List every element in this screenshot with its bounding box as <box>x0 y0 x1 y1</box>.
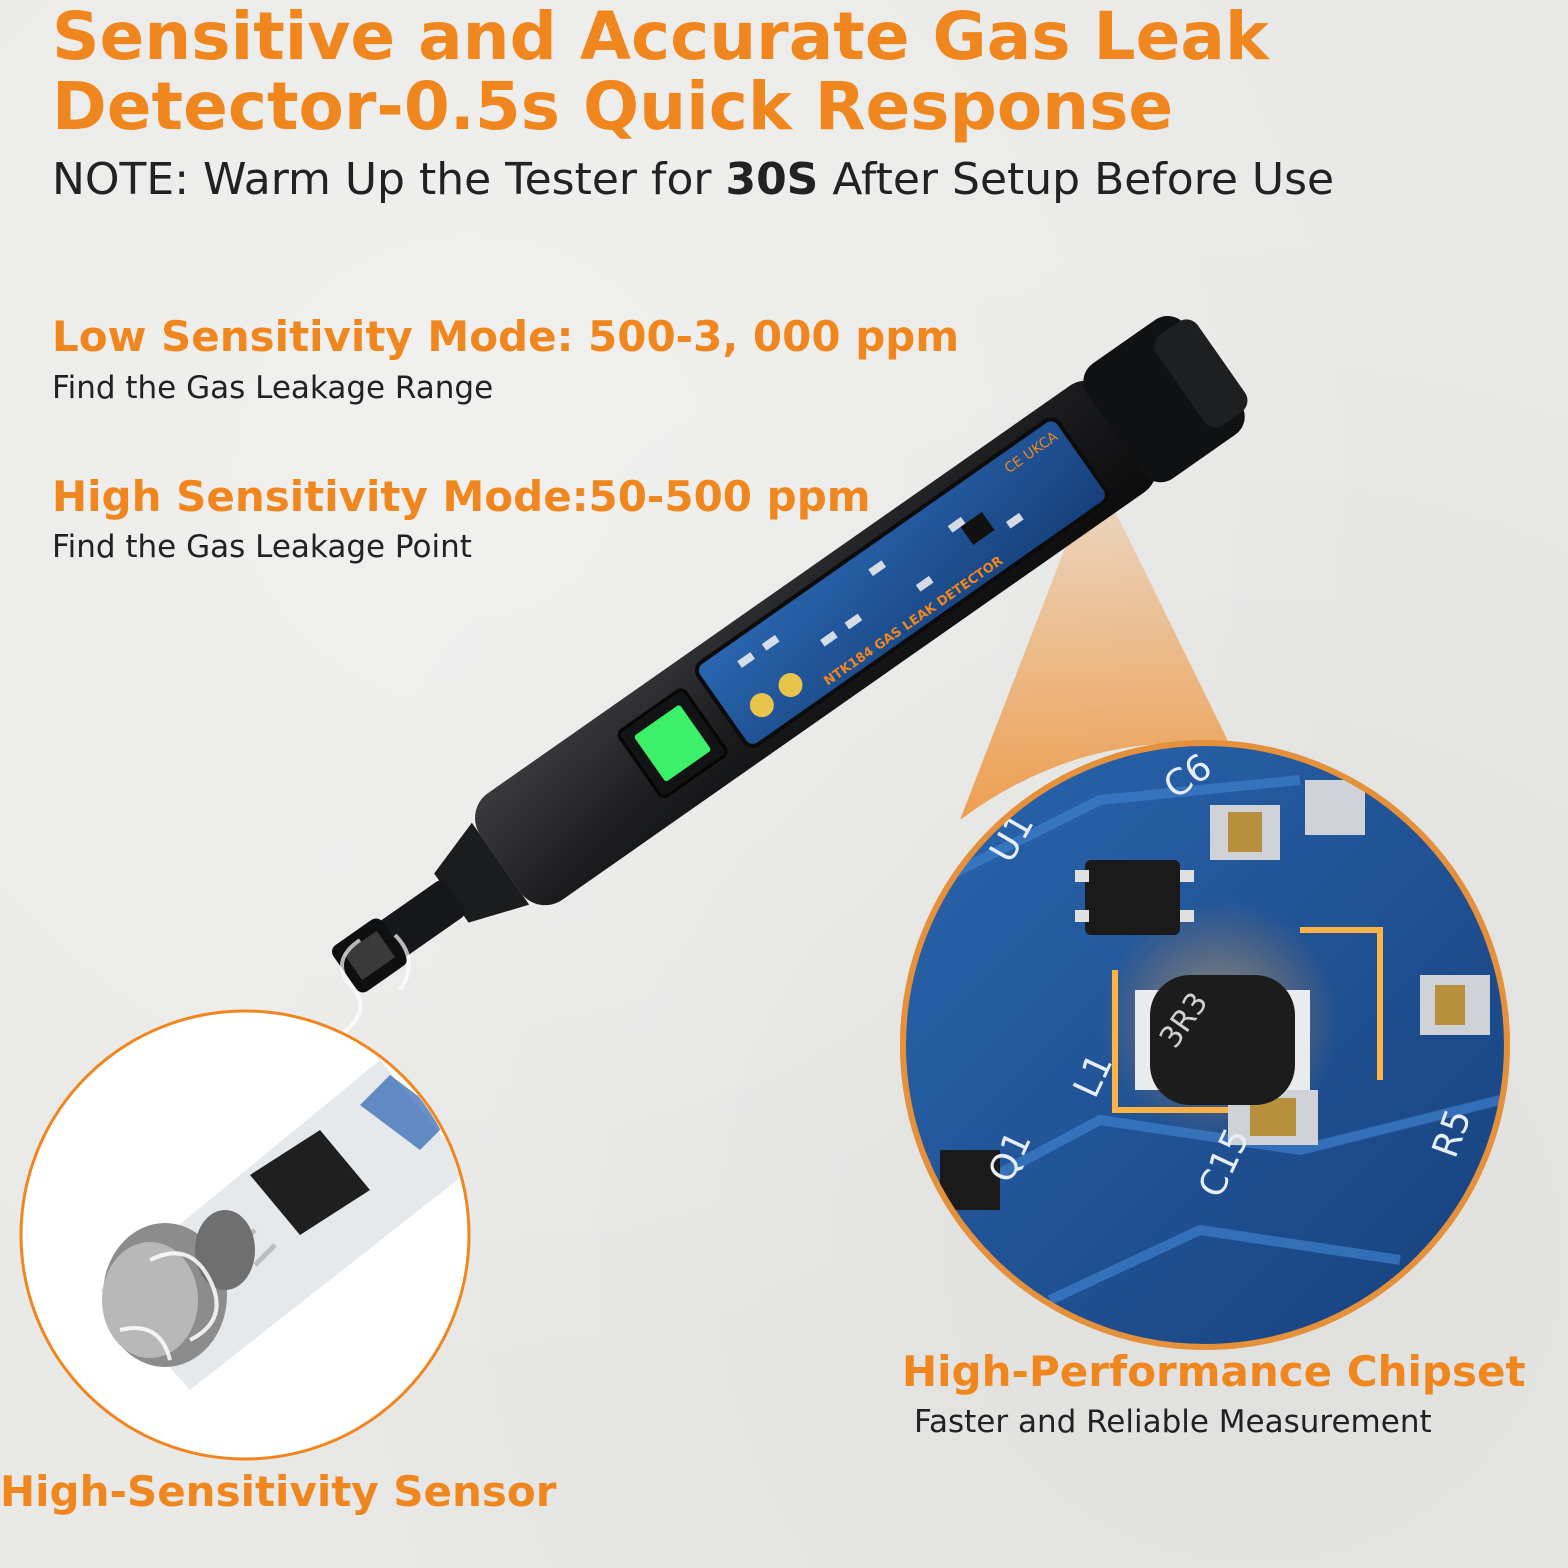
note-emphasis: 30S <box>725 154 819 205</box>
low-mode-subtitle: Find the Gas Leakage Range <box>52 370 494 406</box>
sensor-title: High-Sensitivity Sensor <box>0 1467 557 1516</box>
gas-sensor-icon <box>19 1009 471 1461</box>
warmup-note: NOTE: Warm Up the Tester for 30S After S… <box>52 152 1334 208</box>
detector-pen-icon: NTK184 GAS LEAK DETECTOR CE UKCA <box>331 315 1248 993</box>
smoke <box>338 933 411 1037</box>
headline-line-2: Detector-0.5s Quick Response <box>52 68 1174 145</box>
headline: Sensitive and Accurate Gas Leak Detector… <box>52 2 1352 142</box>
high-mode-title: High Sensitivity Mode:50-500 ppm <box>52 472 871 521</box>
note-suffix: After Setup Before Use <box>818 154 1335 205</box>
chipset-subtitle: Faster and Reliable Measurement <box>914 1404 1432 1440</box>
high-mode-subtitle: Find the Gas Leakage Point <box>52 529 472 565</box>
pcb-chipset-icon: C6 U1 3R3 L1 Q1 C15 R5 <box>900 740 1510 1350</box>
headline-line-1: Sensitive and Accurate Gas Leak <box>52 0 1269 75</box>
chipset-title: High-Performance Chipset <box>902 1347 1526 1396</box>
highlight-cone <box>960 470 1230 820</box>
note-prefix: NOTE: Warm Up the Tester for <box>52 154 726 205</box>
low-mode-title: Low Sensitivity Mode: 500-3, 000 ppm <box>52 312 960 361</box>
